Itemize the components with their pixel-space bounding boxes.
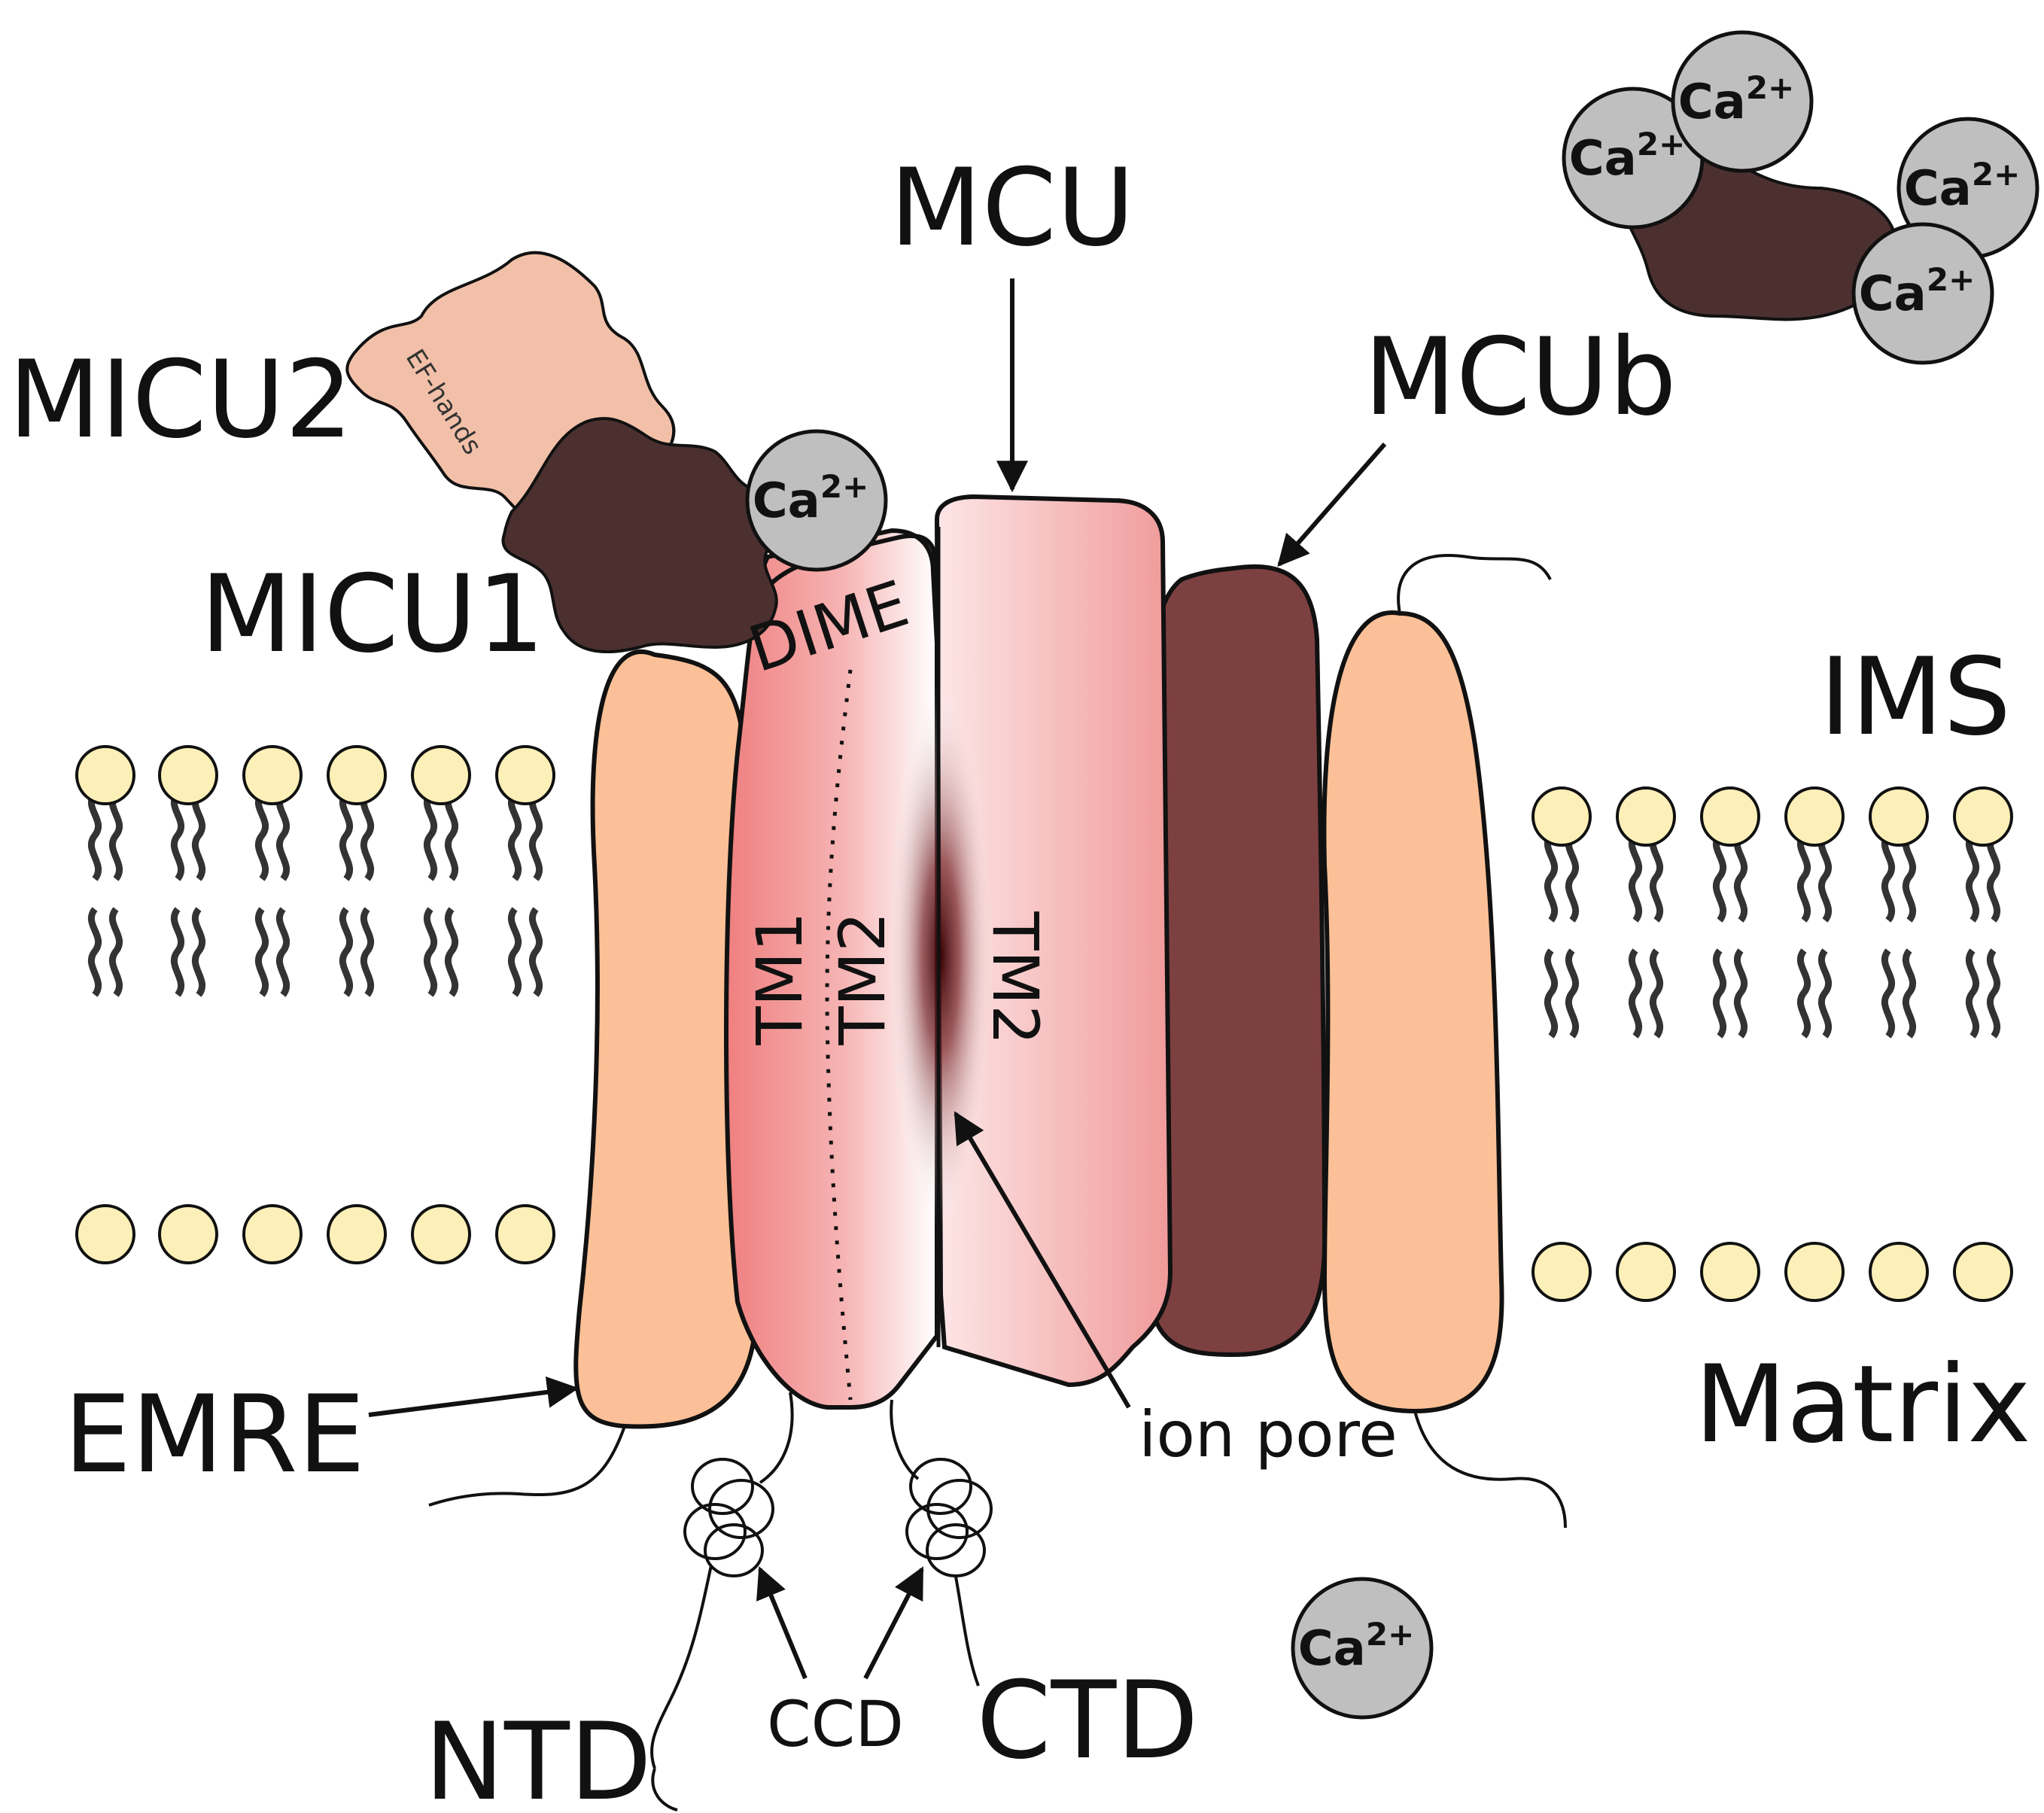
- right-lipid-head-lower: [1784, 1242, 1845, 1302]
- micu1-protein: [501, 417, 778, 653]
- mcu-subunit-right: [934, 494, 1173, 1388]
- label-matrix: Matrix: [1694, 1343, 2030, 1467]
- label-tm2-right: TM2: [978, 911, 1052, 1045]
- calcium-ion-circle: [1291, 1577, 1434, 1720]
- mcu-subunit-left: [724, 528, 939, 1410]
- ntd-tail: [651, 1768, 678, 1811]
- left-lipid-tail-upper: [91, 793, 119, 879]
- left-lipid-tail-upper: [342, 793, 370, 879]
- emre-right: [1322, 610, 1504, 1414]
- calcium-ion-label: Ca2+: [1859, 261, 1976, 322]
- label-tm2-left: TM2: [826, 911, 899, 1045]
- left-lipid-tail-upper: [427, 793, 455, 879]
- emre-tail-top-right: [1397, 554, 1552, 614]
- right-lipid-head-upper: [1700, 786, 1760, 847]
- left-lipid-head-lower: [495, 1204, 555, 1264]
- left-lipid-tail-lower: [511, 909, 539, 995]
- right-lipid-head-upper: [1953, 786, 2013, 847]
- left-lipid-tail-lower: [91, 909, 119, 995]
- ccd-coil-right: [890, 1399, 993, 1687]
- left-lipid-head-lower: [75, 1204, 135, 1264]
- arrow-ccd-right: [863, 1566, 924, 1680]
- calcium-ion: Ca2+: [1896, 117, 2039, 260]
- right-lipid-tail-upper: [1800, 835, 1828, 920]
- right-lipid-head-lower: [1700, 1242, 1760, 1302]
- right-lipid-tail-upper: [1547, 835, 1575, 920]
- calcium-ion: Ca2+: [1291, 1577, 1434, 1720]
- label-emre: EMRE: [64, 1373, 366, 1497]
- calcium-ion-label: Ca2+: [1298, 1616, 1415, 1677]
- label-tm1: TM1: [743, 911, 817, 1045]
- left-lipid-head-upper: [495, 745, 555, 805]
- right-lipid-head-upper: [1869, 786, 1929, 847]
- label-micu1: MICU1: [200, 552, 545, 677]
- right-lipid-head-lower: [1953, 1242, 2013, 1302]
- left-lipid-head-upper: [411, 745, 471, 805]
- right-lipid-tail-lower: [1969, 951, 1997, 1036]
- calcium-ion: Ca2+: [1851, 222, 1994, 365]
- left-lipid-tail-lower: [427, 909, 455, 995]
- calcium-ion-circle: [745, 429, 888, 572]
- left-lipid-tail-upper: [174, 793, 202, 879]
- ion-pore-shading: [888, 685, 993, 1227]
- right-lipid-head-upper: [1531, 786, 1592, 847]
- label-ctd: CTD: [976, 1659, 1198, 1783]
- lipid-bilayer-left: [75, 745, 555, 1264]
- right-lipid-tail-upper: [1969, 835, 1997, 920]
- left-lipid-head-upper: [242, 745, 303, 805]
- right-lipid-tail-lower: [1547, 951, 1575, 1036]
- calcium-ion-label: Ca2+: [1678, 69, 1795, 130]
- arrow-mcub: [1277, 443, 1387, 567]
- right-lipid-head-upper: [1784, 786, 1845, 847]
- right-lipid-tail-upper: [1716, 835, 1744, 920]
- label-mcub: MCUb: [1364, 315, 1677, 440]
- right-lipid-head-lower: [1531, 1242, 1592, 1302]
- right-lipid-tail-upper: [1884, 835, 1912, 920]
- right-lipid-tail-lower: [1716, 951, 1744, 1036]
- right-lipid-tail-lower: [1632, 951, 1659, 1036]
- label-ntd: NTD: [424, 1700, 652, 1813]
- mcub-subunit: [1144, 564, 1328, 1358]
- left-lipid-tail-upper: [511, 793, 539, 879]
- calcium-ion-circle: [1851, 222, 1994, 365]
- right-lipid-head-lower: [1869, 1242, 1929, 1302]
- right-lipid-tail-lower: [1884, 951, 1912, 1036]
- left-lipid-head-lower: [327, 1204, 387, 1264]
- calcium-ion: Ca2+: [745, 429, 888, 572]
- emre-tail-left: [428, 1425, 626, 1507]
- label-ims: IMS: [1820, 635, 2012, 759]
- left-lipid-head-lower: [411, 1204, 471, 1264]
- left-lipid-tail-lower: [174, 909, 202, 995]
- right-lipid-head-upper: [1616, 786, 1676, 847]
- left-lipid-head-lower: [242, 1204, 303, 1264]
- lipid-bilayer-right: [1531, 786, 2013, 1302]
- ccd-coil-left: [650, 1392, 794, 1769]
- right-lipid-head-lower: [1616, 1242, 1676, 1302]
- calcium-ion: Ca2+: [1562, 87, 1705, 230]
- arrow-ion-pore: [954, 1111, 1131, 1409]
- calcium-ion-circle: [1671, 30, 1814, 173]
- left-lipid-head-upper: [158, 745, 218, 805]
- left-lipid-tail-lower: [258, 909, 286, 995]
- arrow-ccd-left: [756, 1566, 808, 1680]
- label-micu2: MICU2: [8, 338, 353, 462]
- arrow-emre: [368, 1376, 579, 1417]
- calcium-ion: Ca2+: [1671, 30, 1814, 173]
- label-ccd: CCD: [767, 1687, 904, 1761]
- label-mcu: MCU: [890, 146, 1135, 270]
- calcium-ion-label: Ca2+: [1569, 126, 1686, 187]
- left-lipid-tail-lower: [342, 909, 370, 995]
- left-lipid-tail-upper: [258, 793, 286, 879]
- calcium-ion-label: Ca2+: [753, 468, 869, 529]
- calcium-ion-label: Ca2+: [1904, 156, 2021, 217]
- right-lipid-tail-upper: [1632, 835, 1659, 920]
- left-lipid-head-upper: [327, 745, 387, 805]
- emre-tail-right: [1413, 1410, 1567, 1529]
- left-lipid-head-upper: [75, 745, 135, 805]
- left-lipid-head-lower: [158, 1204, 218, 1264]
- label-ion-pore: ion pore: [1139, 1398, 1398, 1471]
- right-lipid-tail-lower: [1800, 951, 1828, 1036]
